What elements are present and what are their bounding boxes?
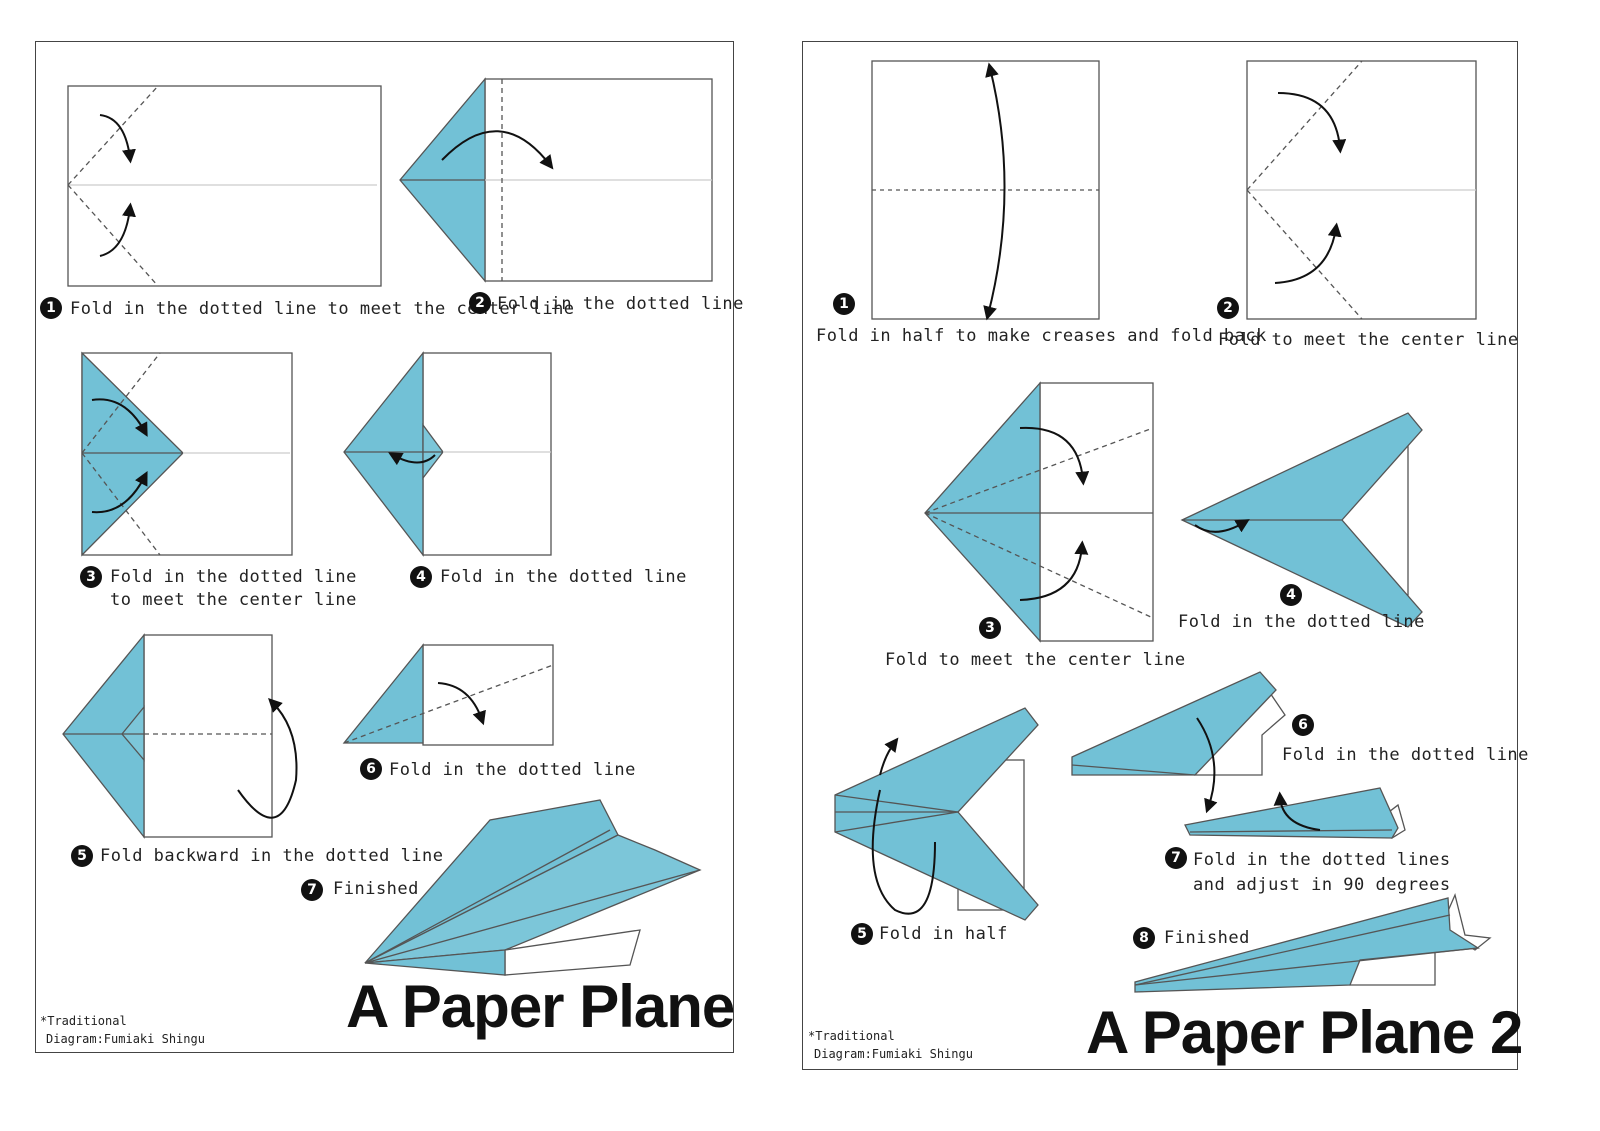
left-step-6-label: Fold in the dotted line — [389, 760, 636, 780]
left-credit-traditional: *Traditional — [40, 1014, 127, 1028]
left-step-4-label: Fold in the dotted line — [440, 567, 687, 587]
left-step-3-figure — [81, 351, 293, 557]
left-step-4-figure — [343, 351, 552, 557]
right-step-1-label: Fold in half to make creases and fold ba… — [816, 326, 1267, 346]
right-step-5-number: 5 — [851, 923, 873, 945]
left-step-3-label-line2: to meet the center line — [110, 590, 357, 610]
right-step-4-number: 4 — [1280, 584, 1302, 606]
right-step-7-number: 7 — [1165, 847, 1187, 869]
left-finished-plane-figure — [364, 799, 702, 976]
right-step-4-label: Fold in the dotted line — [1178, 612, 1425, 632]
left-step-6-figure — [342, 643, 554, 746]
right-sheet-title: A Paper Plane 2 — [1086, 999, 1523, 1066]
left-step-3-label: Fold in the dotted line — [110, 567, 357, 587]
right-step-7-label: Fold in the dotted lines — [1193, 850, 1451, 870]
right-step-5-figure — [834, 707, 1039, 921]
right-credit-traditional: *Traditional — [808, 1029, 895, 1043]
left-step-5-label: Fold backward in the dotted line — [100, 846, 444, 866]
right-step-8-label: Finished — [1164, 928, 1250, 948]
right-step-6-number: 6 — [1292, 714, 1314, 736]
right-step-6-label: Fold in the dotted line — [1282, 745, 1529, 765]
left-step-4-number: 4 — [410, 566, 432, 588]
right-step-2-label: Fold to meet the center line — [1218, 330, 1519, 350]
right-step-3-figure — [924, 381, 1154, 643]
right-step-4-figure — [1180, 412, 1423, 628]
left-step-2-figure — [399, 77, 713, 283]
left-step-7-number: 7 — [301, 879, 323, 901]
left-step-6-number: 6 — [360, 758, 382, 780]
right-step-1-figure — [871, 60, 1100, 321]
right-step-6-figure — [1071, 671, 1286, 814]
right-credit-diagram: Diagram:Fumiaki Shingu — [814, 1047, 973, 1061]
right-step-8-number: 8 — [1133, 927, 1155, 949]
left-step-5-number: 5 — [71, 845, 93, 867]
left-step-5-figure — [62, 633, 298, 839]
left-step-7-label: Finished — [333, 879, 419, 899]
left-credit-diagram: Diagram:Fumiaki Shingu — [46, 1032, 205, 1046]
left-step-2-label: Fold in the dotted line — [497, 294, 744, 314]
left-step-1-label: Fold in the dotted line to meet the cent… — [70, 299, 575, 319]
right-step-3-label: Fold to meet the center line — [885, 650, 1186, 670]
right-finished-plane-figure — [1134, 892, 1492, 993]
right-step-5-label: Fold in half — [879, 924, 1008, 944]
right-step-7-label-line2: and adjust in 90 degrees — [1193, 875, 1451, 895]
right-step-2-figure — [1246, 60, 1477, 320]
right-step-2-number: 2 — [1217, 297, 1239, 319]
left-step-3-number: 3 — [80, 566, 102, 588]
right-step-3-number: 3 — [979, 617, 1001, 639]
left-step-1-number: 1 — [40, 297, 62, 319]
left-step-1-figure — [67, 85, 382, 287]
right-step-7-figure — [1184, 787, 1406, 839]
left-sheet-title: A Paper Plane — [346, 973, 735, 1040]
left-step-2-number: 2 — [469, 292, 491, 314]
right-step-1-number: 1 — [833, 293, 855, 315]
